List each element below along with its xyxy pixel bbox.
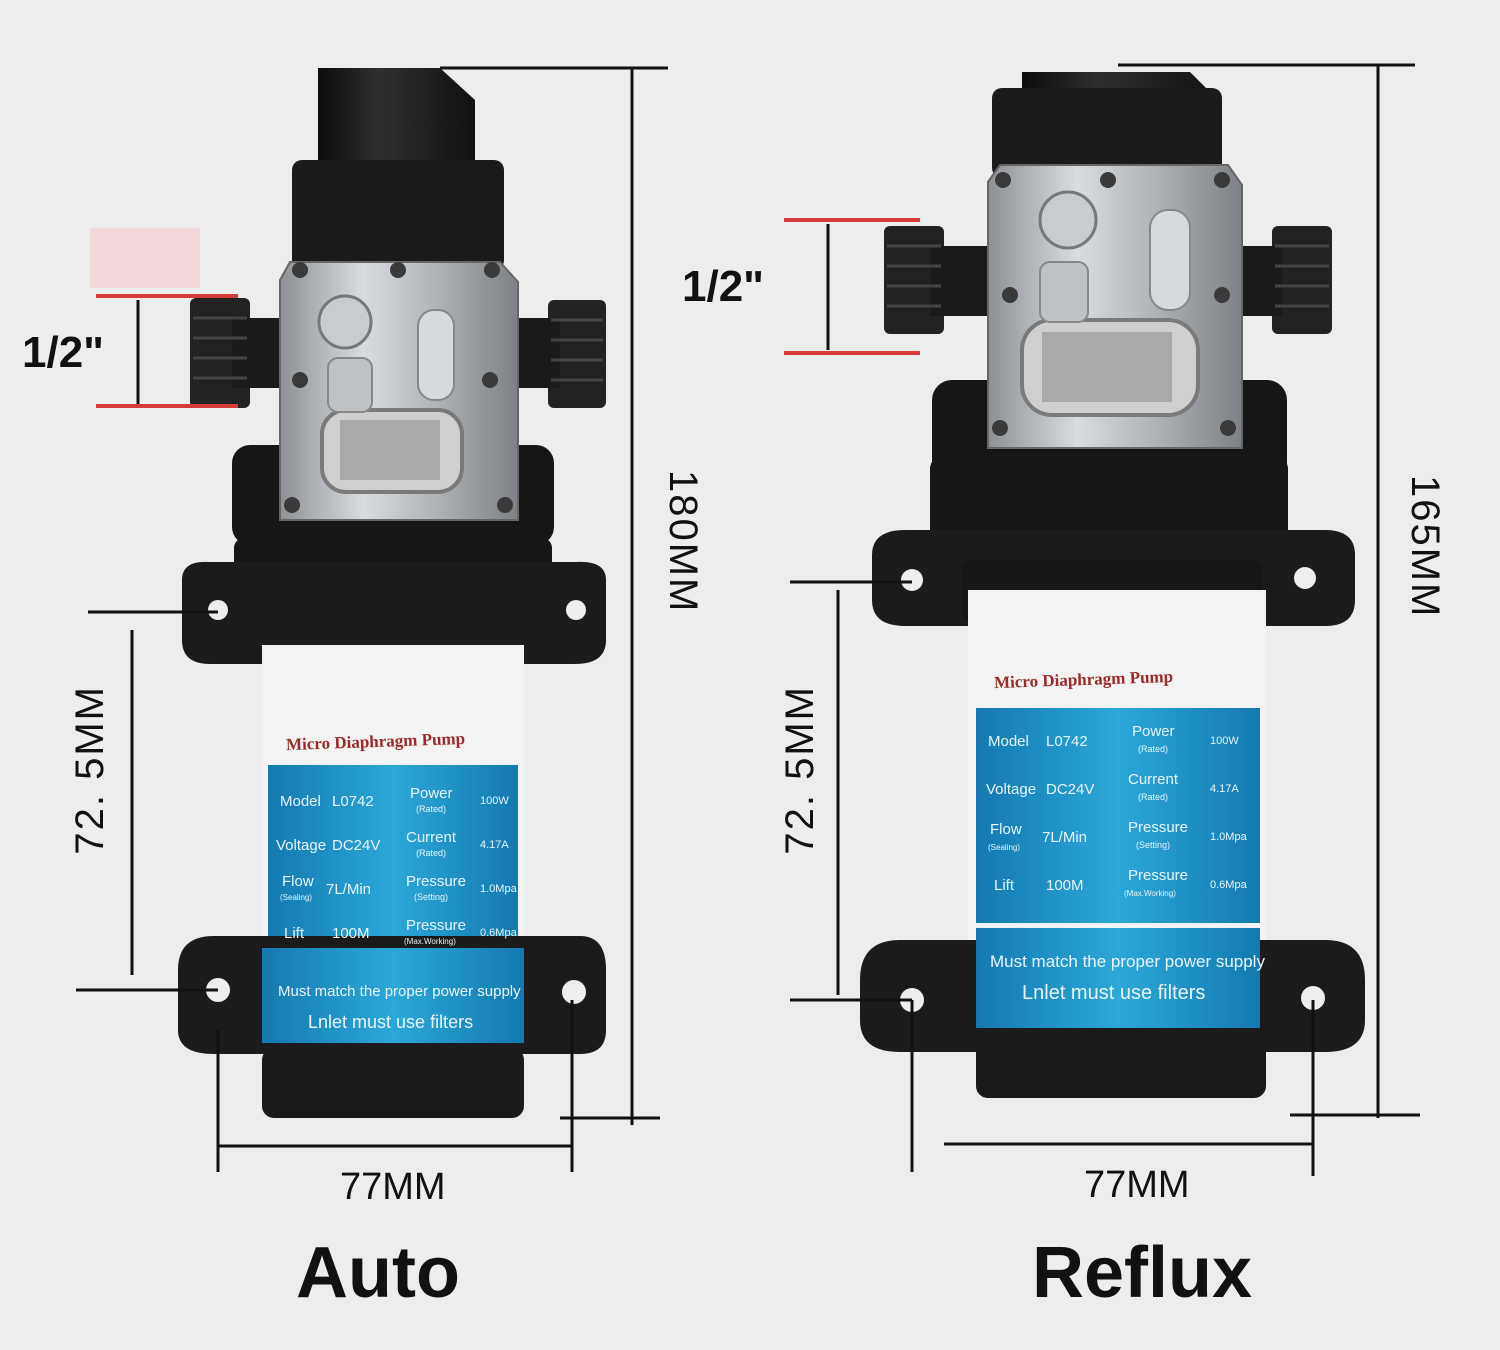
spec-key: Voltage [276,837,327,854]
spec-value: 4.17A [1210,783,1239,795]
spec-key: Flow [282,873,314,890]
spec-value: DC24V [1046,781,1095,798]
reflux-port-marker [784,218,920,355]
reflux-mount-dimension: 72. 5MM [778,685,822,855]
spec-key: Lift [284,925,305,942]
auto-top-bracket [182,561,606,664]
spec-key: Current [406,829,457,846]
spec-value: 100M [332,925,370,942]
auto-height-dimension: 180MM [661,470,705,614]
spec-key-sub: (Max.Working) [1124,889,1176,898]
spec-key-sub: (Rated) [1138,744,1169,754]
auto-width-dimension: 77MM [340,1166,446,1208]
reflux-port-dimension: 1/2" [682,262,765,311]
auto-label-footer-2: Lnlet must use filters [308,1012,474,1032]
spec-key: Current [1128,771,1179,788]
reflux-label-footer-1: Must match the proper power supply [990,952,1265,971]
spec-value: 100W [1210,735,1239,747]
spec-key-sub: (Sealing) [280,893,313,902]
reflux-height-dimension: 165MM [1403,475,1447,619]
spec-value: 0.6Mpa [480,927,517,939]
reflux-label-blue [976,708,1260,923]
spec-key: Pressure [406,917,467,934]
spec-key: Voltage [986,781,1037,798]
spec-key-sub: (Rated) [416,848,447,858]
spec-key-sub: (Rated) [416,804,447,814]
auto-dimension-lines [76,66,668,1172]
spec-key-sub: (Setting) [1136,840,1171,850]
spec-value: 100W [480,795,509,807]
spec-key: Pressure [406,873,467,890]
spec-key: Lift [994,877,1015,894]
spec-key: Pressure [1128,867,1189,884]
auto-spec-table: Model L0742 Power (Rated) 100W Voltage D… [276,784,517,960]
spec-value: 1.0Mpa [1210,831,1247,843]
spec-value: L0742 [332,793,374,810]
auto-mount-dimension: 72. 5MM [68,685,112,855]
spec-key-sub: (Max.Working) [404,937,456,946]
spec-value: DC24V [332,837,381,854]
reflux-caption: Reflux [1032,1233,1253,1313]
spec-key-sub: (Sealing) [988,843,1021,852]
auto-label-blue [268,765,518,950]
spec-key: Power [410,785,453,802]
spec-value: 0.6Mpa [1210,879,1247,891]
auto-port-dimension: 1/2" [22,328,105,377]
spec-value: 7L/Min [1042,829,1088,846]
spec-key-sub: (Setting) [414,892,449,902]
spec-key: Model [280,793,321,810]
reflux-label-footer-2: Lnlet must use filters [1022,982,1206,1004]
spec-key: Flow [990,821,1022,838]
reflux-spec-table: Model L0742 Power (Rated) 100W Voltage D… [984,722,1254,914]
reflux-pump [860,72,1365,1098]
spec-key: Power [1132,723,1175,740]
auto-pump [178,68,606,1118]
spec-value: L0742 [1046,733,1088,750]
spec-value: 1.0Mpa [480,883,517,895]
auto-caption: Auto [296,1233,460,1313]
spec-value: 4.17A [480,839,509,851]
spec-value: 100M [1046,877,1084,894]
spec-key: Pressure [1128,819,1189,836]
auto-label-footer-1: Must match the proper power supply [278,983,521,1000]
spec-value: 7L/Min [326,881,372,898]
auto-port-marker [96,294,238,408]
reflux-dimension-lines [790,63,1420,1176]
reflux-width-dimension: 77MM [1084,1164,1190,1206]
spec-key: Model [988,733,1029,750]
spec-key-sub: (Rated) [1138,792,1169,802]
